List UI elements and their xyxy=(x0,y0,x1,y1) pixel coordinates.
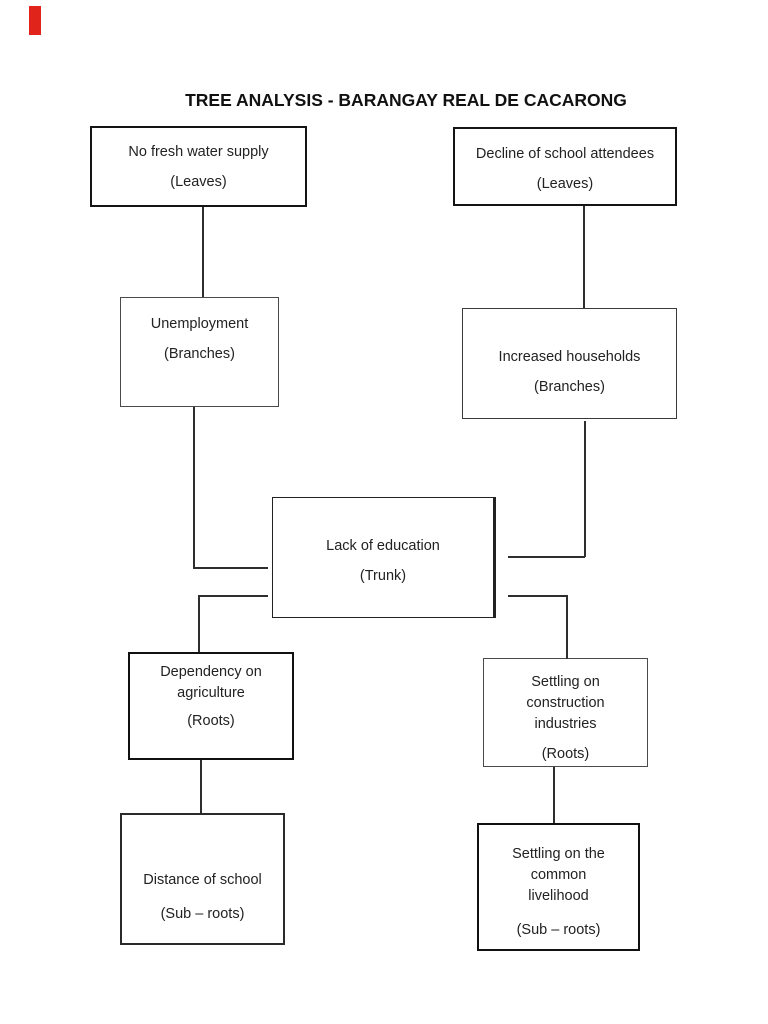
node-label: Distance of school xyxy=(143,872,262,888)
connector-roots-left-down xyxy=(198,595,200,652)
node-label: Unemployment xyxy=(150,316,249,332)
connector-unemployment-to-trunk xyxy=(193,567,268,569)
node-decline-of-school-attendees: Decline of school attendees (Leaves) xyxy=(453,127,677,206)
connector-trunk-to-roots-left xyxy=(198,595,268,597)
node-sublabel: (Sub – roots) xyxy=(160,906,245,922)
connector-roots-left-to-subroots xyxy=(200,760,202,813)
node-label: Increased households xyxy=(498,349,641,365)
node-increased-households: Increased households (Branches) xyxy=(462,308,677,419)
node-unemployment: Unemployment (Branches) xyxy=(120,297,279,407)
connector-trunk-to-roots-right xyxy=(508,595,567,597)
node-sublabel: (Branches) xyxy=(534,379,605,395)
node-no-fresh-water-supply: No fresh water supply (Leaves) xyxy=(90,126,307,207)
node-settling-on-construction-industries: Settling on construction industries (Roo… xyxy=(483,658,648,767)
node-label: Lack of education xyxy=(326,538,440,554)
connector-leaves-right-to-increased-households xyxy=(583,206,585,308)
diagram-title: TREE ANALYSIS - BARANGAY REAL DE CACARON… xyxy=(185,90,627,110)
connector-leaves-left-to-unemployment xyxy=(202,207,204,297)
node-sublabel: (Roots) xyxy=(541,746,590,762)
node-settling-on-common-livelihood: Settling on the common livelihood (Sub –… xyxy=(477,823,640,951)
node-label: Dependency on agriculture xyxy=(160,664,262,701)
connector-unemployment-down xyxy=(193,407,195,569)
node-sublabel: (Sub – roots) xyxy=(516,922,601,938)
red-marker-bar xyxy=(29,6,41,35)
connector-roots-right-down xyxy=(566,595,568,659)
node-label: Settling on the common livelihood xyxy=(512,846,605,904)
node-label: No fresh water supply xyxy=(128,144,269,160)
connector-roots-right-to-subroots xyxy=(553,767,555,823)
connector-increased-households-to-trunk xyxy=(508,556,585,558)
node-sublabel: (Branches) xyxy=(164,346,235,362)
connector-increased-households-down xyxy=(584,421,586,557)
node-sublabel: (Leaves) xyxy=(536,176,594,192)
node-sublabel: (Leaves) xyxy=(170,174,227,190)
node-label: Settling on construction industries xyxy=(526,674,605,732)
node-label: Decline of school attendees xyxy=(475,146,655,162)
node-sublabel: (Roots) xyxy=(187,713,235,729)
node-dependency-on-agriculture: Dependency on agriculture (Roots) xyxy=(128,652,294,760)
node-lack-of-education-trunk: Lack of education (Trunk) xyxy=(272,497,496,618)
node-sublabel: (Trunk) xyxy=(359,568,407,584)
node-distance-of-school: Distance of school (Sub – roots) xyxy=(120,813,285,945)
